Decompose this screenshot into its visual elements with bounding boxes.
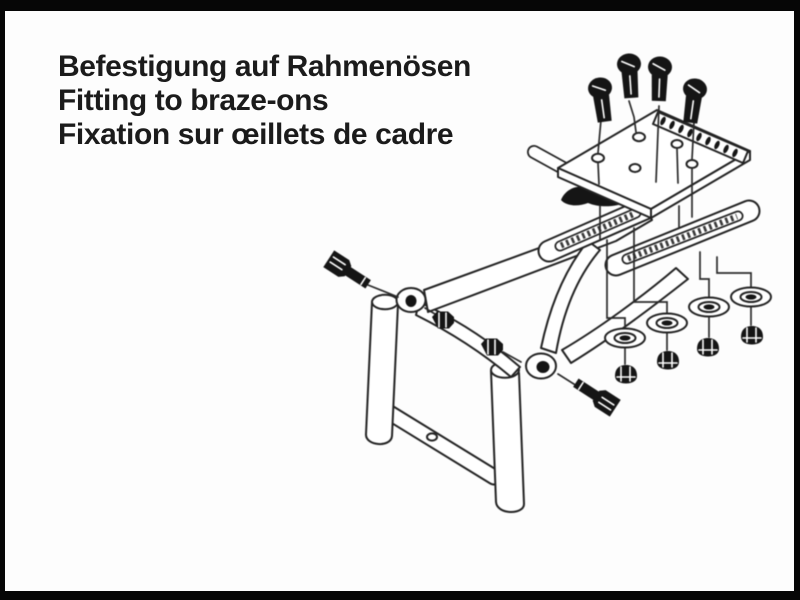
washer-icon xyxy=(604,327,646,349)
scan-border-right xyxy=(794,0,800,600)
slotted-rail-left xyxy=(537,197,657,263)
washer-icon xyxy=(646,312,688,334)
scan-border-bottom xyxy=(0,591,800,600)
slotted-rail-right xyxy=(604,199,761,277)
frame-tubes xyxy=(365,293,525,513)
nut-icon xyxy=(615,365,637,384)
socket-bolt-icon xyxy=(648,56,672,102)
socket-bolt-icon xyxy=(617,53,641,99)
caption-block: Befestigung auf Rahmenösen Fitting to br… xyxy=(58,50,471,152)
left-hex-nut xyxy=(432,311,454,329)
socket-bolts xyxy=(588,53,707,124)
right-hex-nut xyxy=(481,338,503,356)
washer-icon xyxy=(730,286,772,308)
washer-icon xyxy=(688,296,730,318)
scan-border-top xyxy=(0,0,800,11)
caption-french: Fixation sur œillets de cadre xyxy=(58,118,454,151)
carrier-arms xyxy=(415,208,689,378)
bridge-hole xyxy=(426,432,438,442)
dome-nuts xyxy=(615,326,763,384)
left-hex-bolt xyxy=(323,250,371,289)
caption-german: Befestigung auf Rahmenösen xyxy=(58,50,471,83)
leader-lines xyxy=(367,100,752,387)
plate-holes xyxy=(591,131,699,173)
nut-icon xyxy=(741,326,763,345)
nut-icon xyxy=(657,351,679,370)
scan-border-left xyxy=(0,0,5,600)
left-attachment-eye xyxy=(395,287,427,313)
mounting-plate xyxy=(557,109,751,219)
socket-bolt-icon xyxy=(683,78,707,124)
knurled-logo-strip xyxy=(652,111,749,164)
right-hex-bolt xyxy=(573,378,621,417)
brake-bridge-tube xyxy=(371,398,503,486)
nut-icon xyxy=(697,338,719,357)
washers xyxy=(604,286,772,349)
socket-bolt-icon xyxy=(588,77,612,123)
caption-english: Fitting to braze-ons xyxy=(58,84,329,117)
right-attachment-eye xyxy=(525,352,557,380)
